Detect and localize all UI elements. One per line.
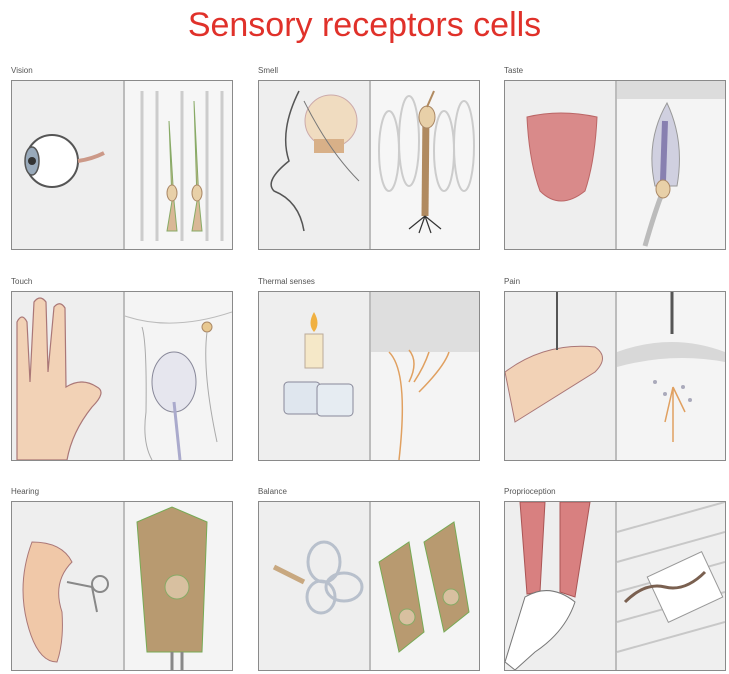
panel-label: Pain [504, 277, 520, 286]
panel-pain: Pain [504, 277, 726, 461]
panel-taste: Taste [504, 66, 726, 250]
panel-frame [258, 80, 480, 250]
panel-label: Hearing [11, 487, 39, 496]
knee-icon [505, 502, 725, 670]
panel-proprioception: Proprioception [504, 487, 726, 671]
panel-label: Balance [258, 487, 287, 496]
panel-label: Taste [504, 66, 523, 75]
needle-icon [505, 292, 725, 460]
panel-frame [11, 291, 233, 461]
ear-icon [12, 502, 232, 670]
panel-label: Thermal senses [258, 277, 315, 286]
panel-frame [11, 80, 233, 250]
panel-smell: Smell [258, 66, 480, 250]
panel-label: Proprioception [504, 487, 556, 496]
eye-icon [12, 81, 232, 249]
panel-label: Touch [11, 277, 32, 286]
panel-label: Smell [258, 66, 278, 75]
nose-icon [259, 81, 479, 249]
panel-hearing: Hearing [11, 487, 233, 671]
panel-frame [504, 291, 726, 461]
panel-vision: Vision [11, 66, 233, 250]
panel-balance: Balance [258, 487, 480, 671]
panel-thermal-senses: Thermal senses [258, 277, 480, 461]
panel-frame [504, 501, 726, 671]
page-title: Sensory receptors cells [0, 6, 729, 45]
panel-frame [504, 80, 726, 250]
panel-label: Vision [11, 66, 33, 75]
tongue-icon [505, 81, 725, 249]
panel-frame [258, 501, 480, 671]
semicircular-canals-icon [259, 502, 479, 670]
panel-frame [11, 501, 233, 671]
hand-icon [12, 292, 232, 460]
panel-frame [258, 291, 480, 461]
candle-icon [259, 292, 479, 460]
panel-touch: Touch [11, 277, 233, 461]
